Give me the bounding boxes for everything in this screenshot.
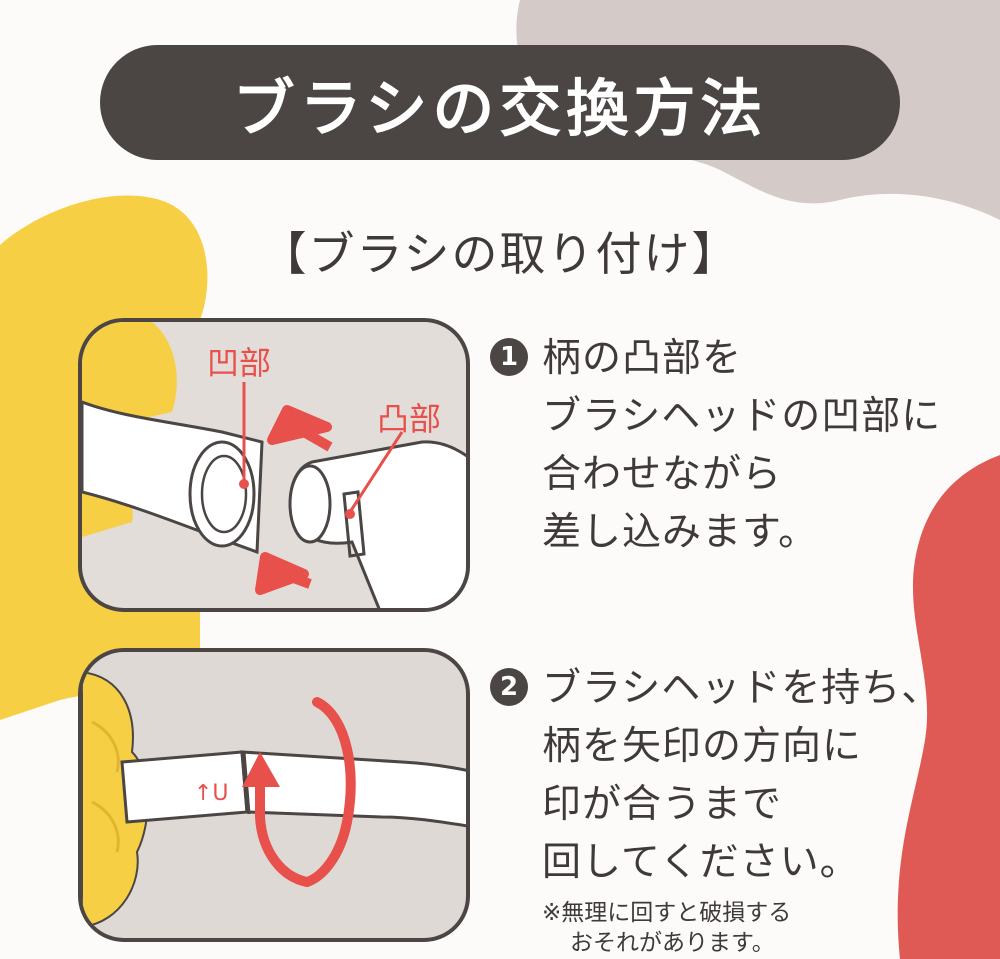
convex-dot — [345, 509, 355, 519]
hand-finger-lines — [91, 720, 120, 853]
title-banner: ブラシの交換方法 — [100, 45, 900, 160]
concave-dot — [239, 479, 249, 489]
handle-tip — [288, 464, 332, 544]
step-2: 2 ブラシヘッドを持ち、 柄を矢印の方向に 印が合うまで 回してください。 — [490, 660, 941, 892]
handle-body — [240, 750, 466, 828]
rotate-arrow-back — [302, 697, 356, 887]
section-subtitle: 【ブラシの取り付け】 — [260, 227, 740, 281]
step-line: 柄を矢印の方向に — [542, 724, 863, 769]
hand-shape — [82, 322, 177, 432]
step-1: 1 柄の凸部を ブラシヘッドの凹部に 合わせながら 差し込みます。 — [490, 330, 941, 562]
caution-note: ※無理に回すと破損する おそれがあります。 — [542, 898, 791, 958]
step-1-text: 柄の凸部を ブラシヘッドの凹部に 合わせながら 差し込みます。 — [542, 330, 941, 562]
step-line: 差し込みます。 — [542, 510, 819, 555]
convex-pointer — [348, 431, 404, 513]
illustration-rotate-handle: ↑U — [78, 648, 470, 942]
step-number-badge: 1 — [490, 338, 528, 376]
step-number-badge: 2 — [490, 668, 528, 706]
step-line: 柄の凸部を — [542, 336, 743, 381]
step-line: ブラシヘッドを持ち、 — [542, 666, 942, 711]
step-line: 合わせながら — [542, 452, 783, 497]
red-blob — [897, 455, 1000, 959]
convex-label: 凸部 — [377, 400, 441, 438]
arrow-lower — [255, 552, 312, 595]
brush-head-opening-inner — [200, 454, 248, 534]
note-line-1: ※無理に回すと破損する — [542, 900, 792, 926]
step-line: ブラシヘッドの凹部に — [542, 394, 942, 439]
page-title: ブラシの交換方法 — [232, 71, 768, 145]
step-2-text: ブラシヘッドを持ち、 柄を矢印の方向に 印が合うまで 回してください。 — [542, 660, 941, 892]
alignment-mark: ↑U — [194, 781, 229, 806]
step-line: 回してください。 — [542, 840, 860, 885]
concave-label: 凹部 — [207, 344, 271, 382]
rotate-arrow-head — [242, 752, 280, 787]
note-line-2: おそれがあります。 — [570, 930, 775, 956]
illustration-insert-brush: 凹部 凸部 — [78, 318, 470, 612]
handle-ring — [342, 490, 366, 558]
rotate-arrow-front — [255, 777, 312, 887]
arrow-upper — [267, 405, 333, 452]
step-line: 印が合うまで — [542, 782, 783, 827]
